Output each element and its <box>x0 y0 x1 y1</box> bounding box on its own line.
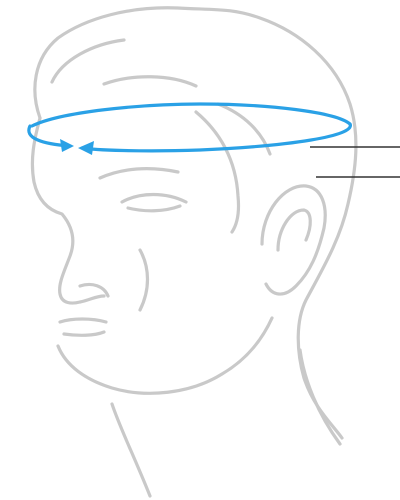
lips-contour <box>62 330 106 337</box>
temple-line <box>194 110 241 234</box>
neck-front-contour <box>110 402 152 498</box>
arrow-left-icon <box>78 141 94 155</box>
eyebrow <box>98 167 180 180</box>
ear-outer-contour <box>260 184 327 296</box>
temple-line <box>216 102 272 156</box>
neck-back-contour <box>298 348 342 446</box>
leader-lines <box>310 146 400 178</box>
eyelid-line <box>126 204 182 213</box>
cheek-line <box>138 248 150 312</box>
head-outline-icon <box>30 6 358 498</box>
ear-inner-contour <box>276 208 312 252</box>
tape-front-arc <box>80 122 352 153</box>
face-profile <box>30 116 106 305</box>
tape-back-arc <box>30 102 352 128</box>
arrow-right-icon <box>60 139 74 152</box>
lips-contour <box>58 317 108 324</box>
hair-line <box>50 38 126 84</box>
chin-jaw-contour <box>56 316 274 395</box>
eye-contour <box>120 192 188 204</box>
hair-line <box>102 75 198 88</box>
nostril-contour <box>78 282 110 298</box>
measuring-tape-icon <box>27 102 352 155</box>
skull-and-hair-contour <box>33 6 358 440</box>
